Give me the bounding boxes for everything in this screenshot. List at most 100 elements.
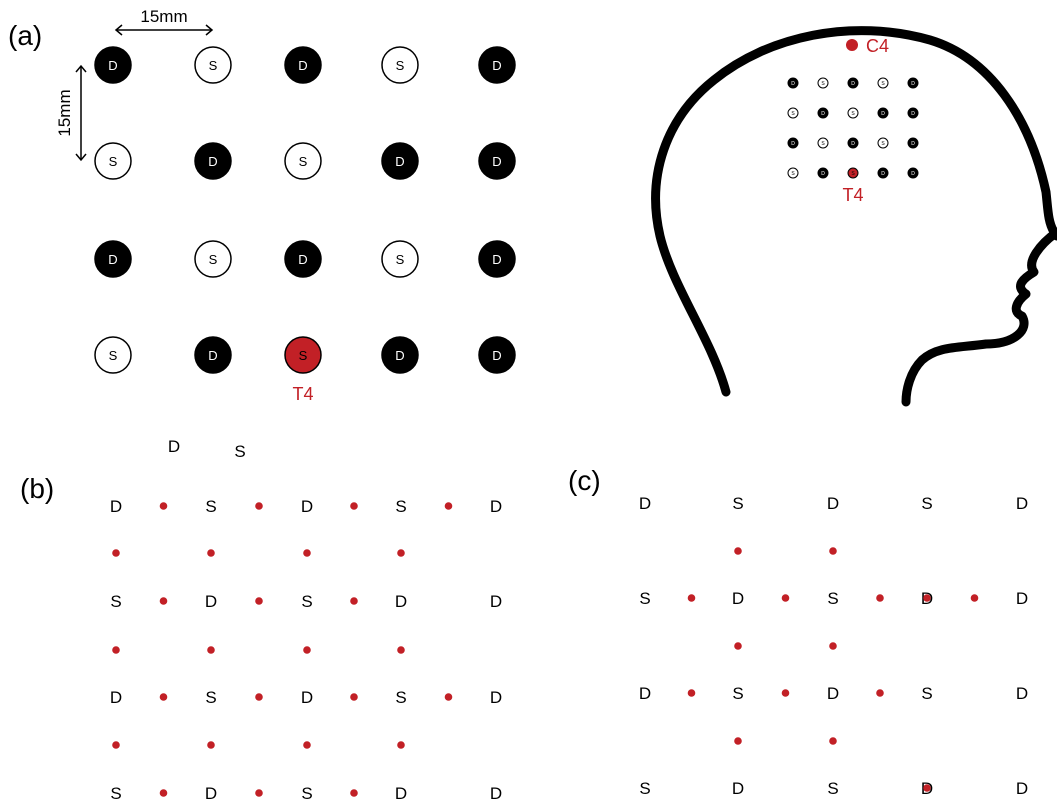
channel-dot	[734, 737, 742, 745]
panel-b-label: (b)	[20, 473, 54, 504]
optode-label: S	[209, 58, 218, 73]
channel-dot	[350, 789, 358, 797]
optode-label: D	[208, 154, 217, 169]
optode-label: S	[209, 252, 218, 267]
grid-letter: D	[110, 497, 122, 516]
grid-letter: D	[827, 494, 839, 513]
channel-dot	[160, 789, 168, 797]
mini-optode-label: D	[821, 111, 825, 117]
channel-dot	[350, 597, 358, 605]
channel-dot	[876, 689, 884, 697]
grid-letter: D	[639, 684, 651, 703]
mini-optode-label: D	[911, 141, 915, 147]
grid-letter: S	[639, 779, 650, 798]
grid-letter: D	[1016, 684, 1028, 703]
optode-label: D	[298, 58, 307, 73]
channel-dot	[255, 597, 263, 605]
channel-dot	[923, 594, 931, 602]
channel-dot	[112, 741, 120, 749]
grid-letter: S	[732, 684, 743, 703]
grid-letter: D	[301, 497, 313, 516]
channel-dot	[445, 502, 453, 510]
channel-dot	[303, 646, 311, 654]
horizontal-spacing-label: 15mm	[140, 7, 187, 26]
channel-dot	[734, 642, 742, 650]
grid-letter: D	[827, 684, 839, 703]
grid-letter: D	[732, 589, 744, 608]
t4-label-a: T4	[292, 384, 313, 404]
optode-label: D	[492, 154, 501, 169]
vertical-spacing-arrow	[76, 66, 86, 160]
channel-dot	[397, 549, 405, 557]
grid-letter: S	[639, 589, 650, 608]
mini-optode-label: D	[911, 111, 915, 117]
panel-a-label: (a)	[8, 20, 42, 51]
channel-dot	[829, 642, 837, 650]
channel-dot	[255, 789, 263, 797]
channel-dot	[303, 741, 311, 749]
grid-letter: S	[395, 688, 406, 707]
channel-dot	[350, 502, 358, 510]
mini-optode-label: D	[821, 171, 825, 177]
optode-label: D	[395, 348, 404, 363]
grid-letter: D	[395, 784, 407, 803]
mini-optode-label: D	[851, 81, 855, 87]
optode-label: D	[108, 252, 117, 267]
t4-label-head: T4	[842, 185, 863, 205]
channel-dot	[923, 784, 931, 792]
mini-optode-label: D	[911, 81, 915, 87]
grid-letter: S	[205, 497, 216, 516]
grid-letter: S	[921, 684, 932, 703]
legend-d-label: D	[168, 437, 180, 456]
channel-dot	[782, 594, 790, 602]
grid-letter: S	[921, 494, 932, 513]
grid-letter: D	[395, 592, 407, 611]
grid-letter: D	[490, 784, 502, 803]
channel-dot	[303, 549, 311, 557]
grid-letter: D	[732, 779, 744, 798]
grid-letter: D	[1016, 589, 1028, 608]
mini-optode-label: D	[851, 141, 855, 147]
optode-label: D	[395, 154, 404, 169]
horizontal-spacing-arrow	[116, 25, 212, 35]
channel-dot	[112, 549, 120, 557]
channel-dot	[782, 689, 790, 697]
grid-letter: S	[732, 494, 743, 513]
channel-dot	[160, 597, 168, 605]
grid-letter: D	[639, 494, 651, 513]
optode-label: S	[396, 252, 405, 267]
channel-dot	[350, 693, 358, 701]
channel-dot	[255, 502, 263, 510]
grid-letter: S	[827, 589, 838, 608]
optode-label: D	[108, 58, 117, 73]
channel-dot	[255, 693, 263, 701]
grid-letter: D	[1016, 779, 1028, 798]
mini-optode-label: D	[911, 171, 915, 177]
channel-dot	[207, 549, 215, 557]
grid-letter: D	[110, 688, 122, 707]
channel-dot	[207, 741, 215, 749]
optode-label: D	[298, 252, 307, 267]
optode-label: S	[299, 154, 308, 169]
channel-dot	[688, 594, 696, 602]
grid-letter: D	[301, 688, 313, 707]
grid-letter: S	[205, 688, 216, 707]
optode-label: D	[492, 252, 501, 267]
channel-dot	[397, 646, 405, 654]
channel-dot	[971, 594, 979, 602]
grid-letter: S	[827, 779, 838, 798]
grid-letter: D	[205, 592, 217, 611]
grid-letter: S	[301, 784, 312, 803]
channel-dot	[160, 693, 168, 701]
grid-letter: D	[490, 592, 502, 611]
mini-optode-label: D	[791, 141, 795, 147]
grid-letter: D	[1016, 494, 1028, 513]
channel-dot	[160, 502, 168, 510]
channel-dot	[876, 594, 884, 602]
optode-label: D	[208, 348, 217, 363]
